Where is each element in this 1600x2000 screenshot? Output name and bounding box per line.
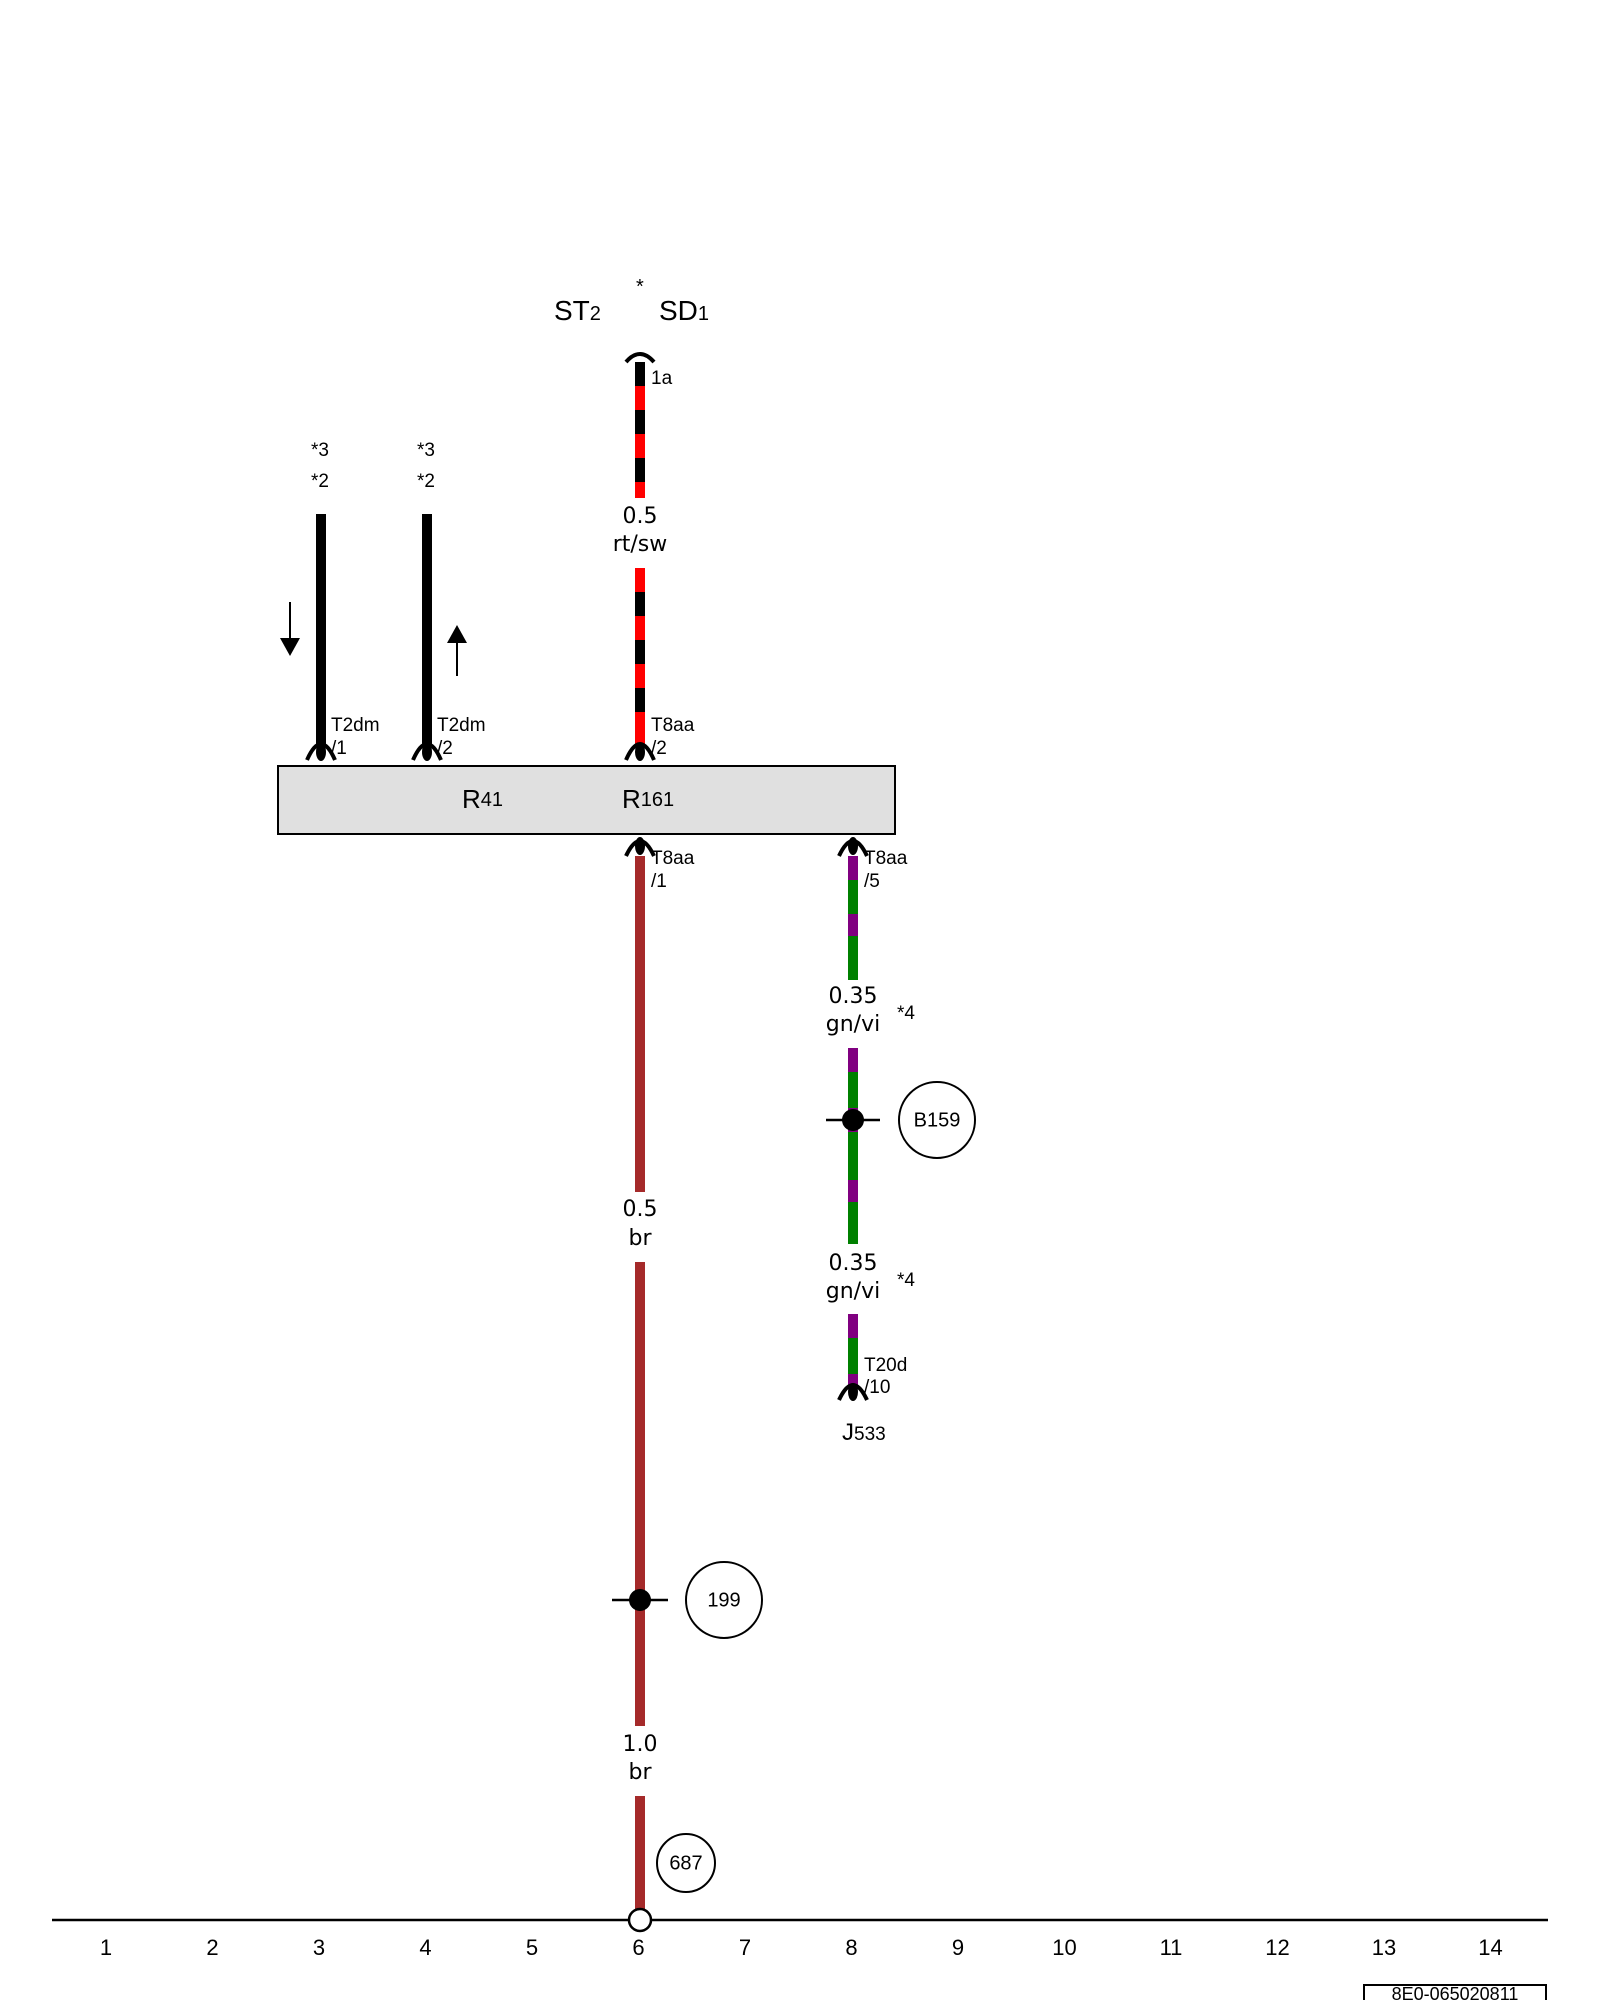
track-number: 10: [1052, 1935, 1076, 1960]
connector-t8aa-2-label-a: T8aa: [651, 715, 695, 736]
connector-t2dm-2-label-b: /2: [437, 738, 453, 759]
node-b159-label: B159: [914, 1109, 961, 1131]
track-number: 11: [1160, 1935, 1183, 1960]
connector-pin-t8aa-1-icon: [624, 837, 656, 857]
component-j533: J533: [842, 1419, 886, 1446]
node-687-label: 687: [669, 1852, 702, 1874]
connector-t2dm-1-label-a: T2dm: [331, 715, 380, 736]
connector-t8aa-1-label-a: T8aa: [651, 848, 695, 869]
connector-t2dm-2-label-a: T2dm: [437, 715, 486, 736]
connector-t8aa-5-label-b: /5: [864, 871, 880, 892]
track-number: 14: [1478, 1935, 1502, 1960]
green-wire-2-size: 0.35: [829, 1251, 878, 1276]
component-r41: R41: [462, 784, 503, 814]
component-r161: R161: [622, 784, 674, 814]
connector-pin-t2dm-1-icon: [305, 742, 337, 761]
left-wire-2: [422, 514, 432, 744]
brown-wire-1-size: 0.5: [623, 1197, 658, 1222]
track-number: 5: [526, 1935, 538, 1960]
label-st: ST2: [554, 295, 601, 326]
track-number: 6: [632, 1935, 644, 1960]
brown-wire-1-color: br: [628, 1226, 652, 1251]
green-wire-2-color: gn/vi: [826, 1279, 880, 1304]
node-199-circle: [685, 1561, 763, 1639]
wire-green-violet-3: [848, 1314, 858, 1386]
component-box: [277, 765, 896, 835]
connector-t8aa-1-label-b: /1: [651, 871, 667, 892]
track-number: 7: [739, 1935, 751, 1960]
left-wire-1-note-a: *3: [311, 440, 329, 461]
track-number: 1: [100, 1935, 112, 1960]
node-b159-circle: [898, 1081, 976, 1159]
ground-node-icon: [627, 1907, 653, 1933]
left-wire-2-note-a: *3: [417, 440, 435, 461]
green-wire-1-note: *4: [897, 1003, 915, 1024]
wire-brown-1: [635, 856, 645, 1192]
connector-pin-t20d-10-icon: [837, 1383, 869, 1401]
wire-green-violet-1: [848, 856, 858, 980]
connector-pin-t2dm-2-icon: [411, 742, 443, 761]
green-wire-1-color: gn/vi: [826, 1012, 880, 1037]
node-687-circle: [656, 1833, 716, 1893]
wire-brown-2: [635, 1262, 645, 1726]
green-wire-2-note: *4: [897, 1270, 915, 1291]
node-199-label: 199: [707, 1589, 740, 1611]
connector-t20d-10-label-a: T20d: [864, 1355, 907, 1376]
wire-red-black-upper: [635, 362, 645, 498]
label-star: *: [636, 276, 644, 298]
track-number: 9: [952, 1935, 964, 1960]
splice-point-b159-icon: [826, 1109, 880, 1131]
connector-t8aa-2-label-b: /2: [651, 738, 667, 759]
wire-red-black-lower: [635, 568, 645, 744]
connector-pin-t8aa-5-icon: [837, 837, 869, 857]
doc-number-box: 8E0-065020811: [1363, 1984, 1547, 2000]
red-wire-size: 0.5: [623, 504, 658, 529]
track-number: 2: [206, 1935, 218, 1960]
left-wire-2-note-b: *2: [417, 471, 435, 492]
track-number: 8: [845, 1935, 857, 1960]
connector-t8aa-5-label-a: T8aa: [864, 848, 908, 869]
connector-pin-t8aa-2-icon: [624, 742, 656, 761]
track-number: 3: [313, 1935, 325, 1960]
wire-brown-3: [635, 1796, 645, 1920]
left-wire-1: [316, 514, 326, 744]
track-number: 4: [419, 1935, 431, 1960]
green-wire-1-size: 0.35: [829, 984, 878, 1009]
label-sd: SD1: [659, 295, 709, 326]
connector-pin-1a-icon: [624, 352, 656, 381]
connector-t2dm-1-label-b: /1: [331, 738, 347, 759]
doc-number: 8E0-065020811: [1392, 1984, 1519, 2000]
connector-t20d-10-label-b: /10: [864, 1377, 890, 1398]
track-number: 12: [1265, 1935, 1289, 1960]
splice-point-199-icon: [612, 1589, 668, 1611]
brown-wire-2-color: br: [628, 1760, 652, 1785]
brown-wire-2-size: 1.0: [623, 1732, 658, 1757]
arrow-up-icon: [447, 625, 467, 676]
arrow-down-icon: [280, 602, 300, 656]
left-wire-1-note-b: *2: [311, 471, 329, 492]
wire-green-violet-2: [848, 1048, 858, 1244]
connector-1a-label: 1a: [651, 368, 673, 389]
red-wire-color: rt/sw: [613, 532, 668, 557]
track-number: 13: [1372, 1935, 1396, 1960]
